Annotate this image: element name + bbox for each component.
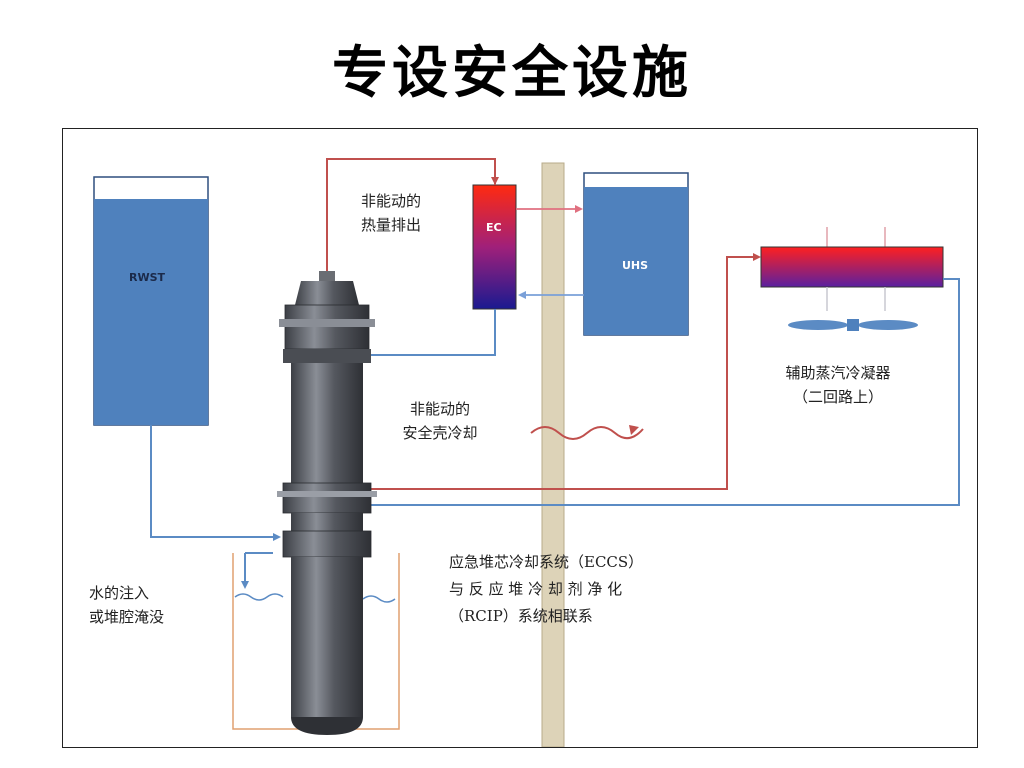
- passive-containment-line1: 非能动的: [409, 400, 470, 418]
- condenser-hot-line: [363, 256, 755, 490]
- rwst-arrow-head: [273, 533, 281, 541]
- uhs-to-ec-arrow: [518, 291, 526, 299]
- uhs-tank-fill: [584, 187, 688, 335]
- passive-containment-label: 非能动的 安全壳冷却: [385, 397, 495, 445]
- containment-wall: [541, 162, 565, 747]
- fan-hub: [847, 319, 859, 331]
- aux-condenser-line1: 辅助蒸汽冷凝器: [785, 364, 891, 382]
- water-wave-left: [234, 593, 284, 601]
- safety-systems-diagram: [93, 158, 960, 747]
- passive-containment-line2: 安全壳冷却: [402, 424, 478, 442]
- passive-heat-removal-label: 非能动的 热量排出: [361, 189, 421, 237]
- uhs-label: UHS: [622, 259, 649, 272]
- eccs-label: 应急堆芯冷却系统（ECCS） 与 反 应 堆 冷 却 剂 净 化 （RCIP）系…: [449, 549, 643, 630]
- ec-exchanger: [472, 184, 517, 310]
- fan-blade-right: [858, 320, 918, 330]
- ec-label: EC: [486, 221, 502, 234]
- eccs-line3: （RCIP）系统相联系: [449, 607, 593, 625]
- ec-return-line: [359, 309, 496, 356]
- cavity-inject-arrow: [241, 581, 249, 589]
- ec-hot-line: [326, 158, 496, 274]
- passive-heat-line1: 非能动的: [361, 192, 422, 210]
- eccs-line1: 应急堆芯冷却系统（ECCS）: [449, 553, 644, 571]
- condenser-return-line: [363, 278, 960, 506]
- fan-blade-left: [788, 320, 848, 330]
- diagram-frame: RWST EC UHS 非能动的 热量排出 辅助蒸汽冷凝器 （二回路上） 非能动…: [62, 128, 978, 748]
- ec-hot-arrow: [491, 177, 499, 185]
- reactor-vessel: [277, 271, 377, 735]
- rwst-tank-fill: [94, 199, 208, 425]
- aux-condenser: [760, 246, 944, 288]
- eccs-line2: 与 反 应 堆 冷 却 剂 净 化: [449, 580, 623, 598]
- containment-cooling-wave: [530, 426, 644, 440]
- rwst-label: RWST: [129, 271, 166, 284]
- rwst-pipe: [150, 425, 273, 538]
- water-wave-right: [362, 595, 396, 603]
- aux-condenser-line2: （二回路上）: [792, 388, 883, 406]
- containment-cooling-arrow: [629, 425, 639, 435]
- water-injection-line2: 或堆腔淹没: [89, 608, 165, 626]
- aux-condenser-label: 辅助蒸汽冷凝器 （二回路上）: [763, 361, 913, 409]
- water-injection-label: 水的注入 或堆腔淹没: [89, 581, 164, 629]
- page-title: 专设安全设施: [332, 40, 692, 106]
- ec-to-uhs-arrow: [575, 205, 583, 213]
- condenser-hot-arrow: [753, 253, 761, 261]
- water-injection-line1: 水的注入: [89, 584, 150, 602]
- passive-heat-line2: 热量排出: [361, 216, 422, 234]
